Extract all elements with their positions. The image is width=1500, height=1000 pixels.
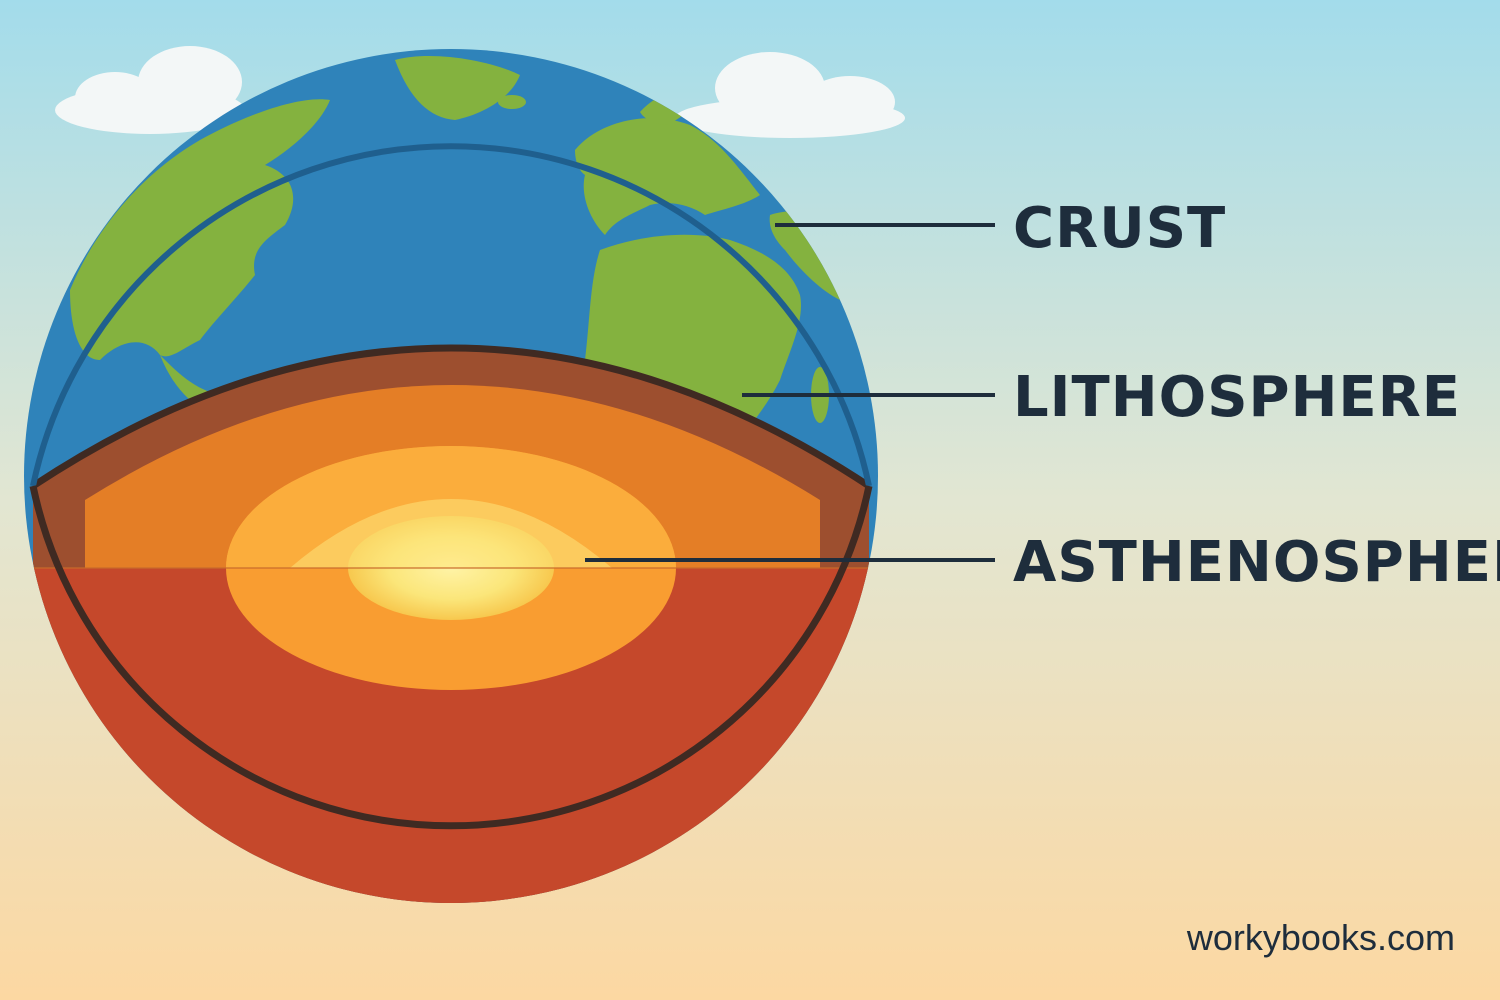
greenland	[395, 55, 520, 120]
cloud-right	[675, 52, 905, 138]
iceland	[498, 95, 526, 109]
globe-outline-lower	[29, 485, 873, 830]
cloud-left	[55, 46, 245, 134]
globe-outline-upper	[30, 143, 872, 487]
europe	[575, 118, 760, 235]
credit-text: workybooks.com	[1186, 917, 1455, 958]
lithosphere-label: LITHOSPHERE	[1013, 365, 1461, 430]
asthenosphere-label: ASTHENOSPHERE	[1013, 530, 1500, 595]
crust-label: CRUST	[1013, 196, 1226, 261]
core-glow	[290, 499, 612, 568]
cap-outline	[31, 344, 871, 489]
